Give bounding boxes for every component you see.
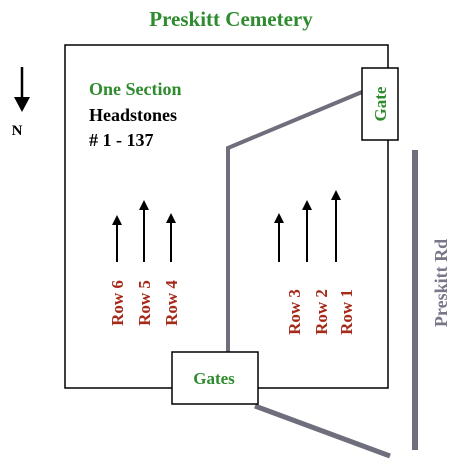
- entrance-road: [254, 403, 391, 459]
- row-label-row-2: Row 2: [312, 289, 331, 335]
- internal-road: [226, 90, 363, 360]
- north-arrow-icon: [14, 97, 30, 112]
- section-name: One Section: [89, 79, 182, 99]
- section-headstones-label: Headstones: [89, 105, 177, 125]
- row-label-row-3: Row 3: [285, 289, 304, 335]
- row-label-row-5: Row 5: [135, 280, 154, 326]
- bottom-gates-box: [171, 351, 259, 405]
- section-range-label: # 1 - 137: [89, 130, 154, 150]
- road-label: Preskitt Rd: [431, 239, 451, 327]
- north-label: N: [12, 123, 23, 139]
- row-label-row-4: Row 4: [162, 280, 181, 326]
- row-label-row-1: Row 1: [337, 289, 356, 335]
- top-gate-label: Gate: [371, 86, 390, 121]
- map-title: Preskitt Cemetery: [149, 7, 313, 31]
- row-label-row-6: Row 6: [108, 280, 127, 326]
- bottom-gates-label: Gates: [193, 369, 235, 388]
- top-gate-box: [361, 67, 399, 141]
